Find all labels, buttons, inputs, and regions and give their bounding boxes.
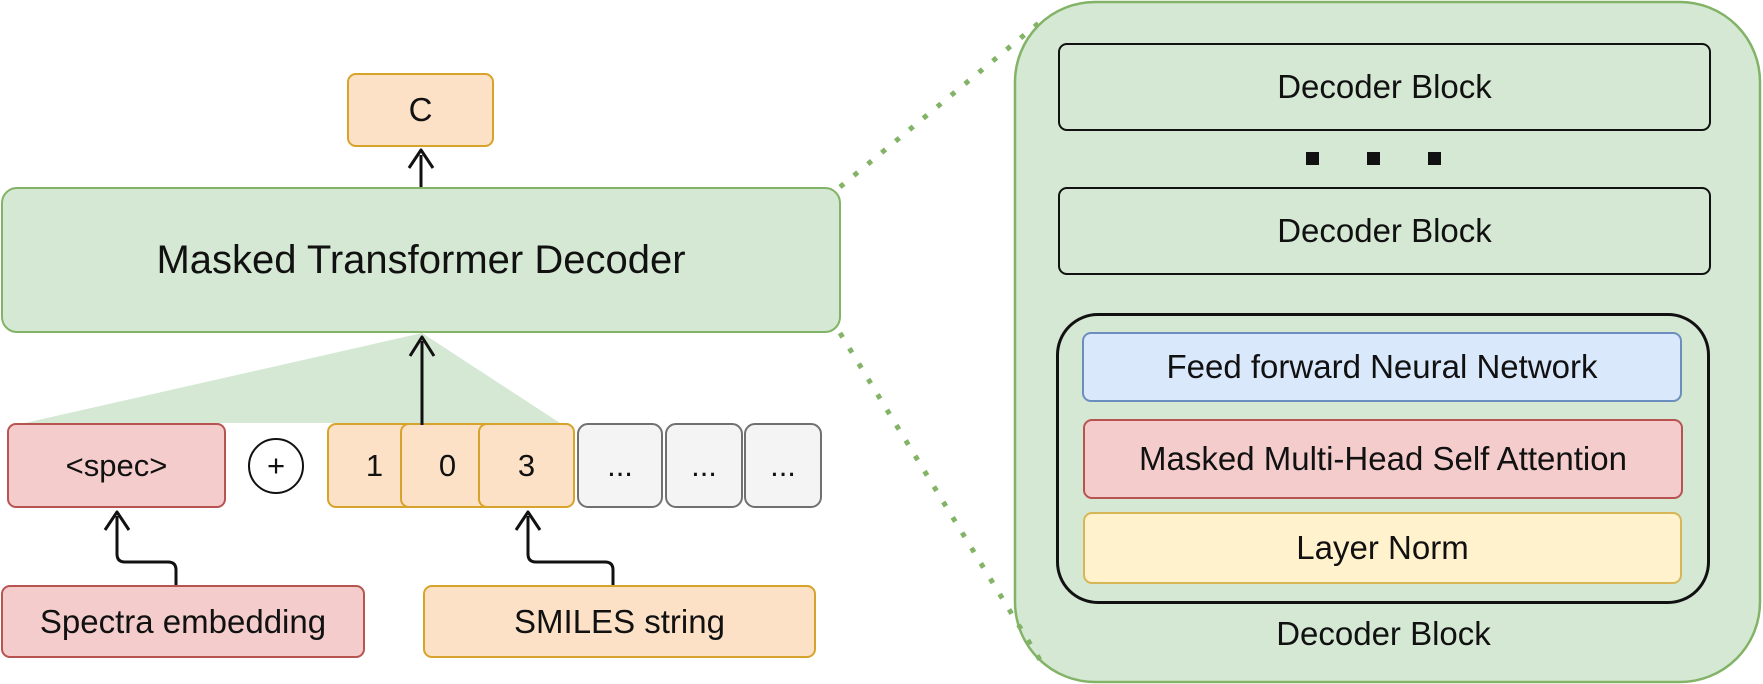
masked-transformer-decoder: Masked Transformer Decoder [1, 187, 841, 333]
output-token-c: C [347, 73, 494, 147]
zoom-line-top [838, 20, 1042, 189]
arrow-to-output-head [407, 148, 435, 169]
spec-token: <spec> [7, 423, 226, 508]
masked-multi-head-self-attention: Masked Multi-Head Self Attention [1083, 419, 1683, 499]
plus-symbol: + [248, 438, 304, 494]
decoder-block-middle: Decoder Block [1058, 187, 1711, 275]
ellipsis-dot-3 [1428, 152, 1441, 165]
placeholder-token-1: ... [577, 423, 663, 508]
input-fan-triangle [25, 333, 560, 423]
feed-forward-network: Feed forward Neural Network [1082, 332, 1682, 402]
placeholder-token-3: ... [744, 423, 822, 508]
plus-symbol-label: + [266, 448, 286, 483]
arrow-spectra-to-spec-head [103, 510, 131, 531]
smiles-token-3: 3 [478, 423, 575, 508]
ellipsis-dot-1 [1306, 152, 1319, 165]
ellipsis-dot-2 [1367, 152, 1380, 165]
spectra-embedding-box: Spectra embedding [1, 585, 365, 658]
decoder-block-top: Decoder Block [1058, 43, 1711, 131]
arrow-to-decoder-head [408, 335, 436, 357]
placeholder-token-2: ... [665, 423, 743, 508]
arrow-spectra-to-spec [115, 516, 178, 585]
arrow-smiles-to-token-head [514, 510, 542, 531]
decoder-block-caption: Decoder Block [1276, 615, 1491, 652]
smiles-string-box: SMILES string [423, 585, 816, 658]
arrow-smiles-to-token [526, 516, 615, 585]
layer-norm: Layer Norm [1083, 512, 1682, 584]
